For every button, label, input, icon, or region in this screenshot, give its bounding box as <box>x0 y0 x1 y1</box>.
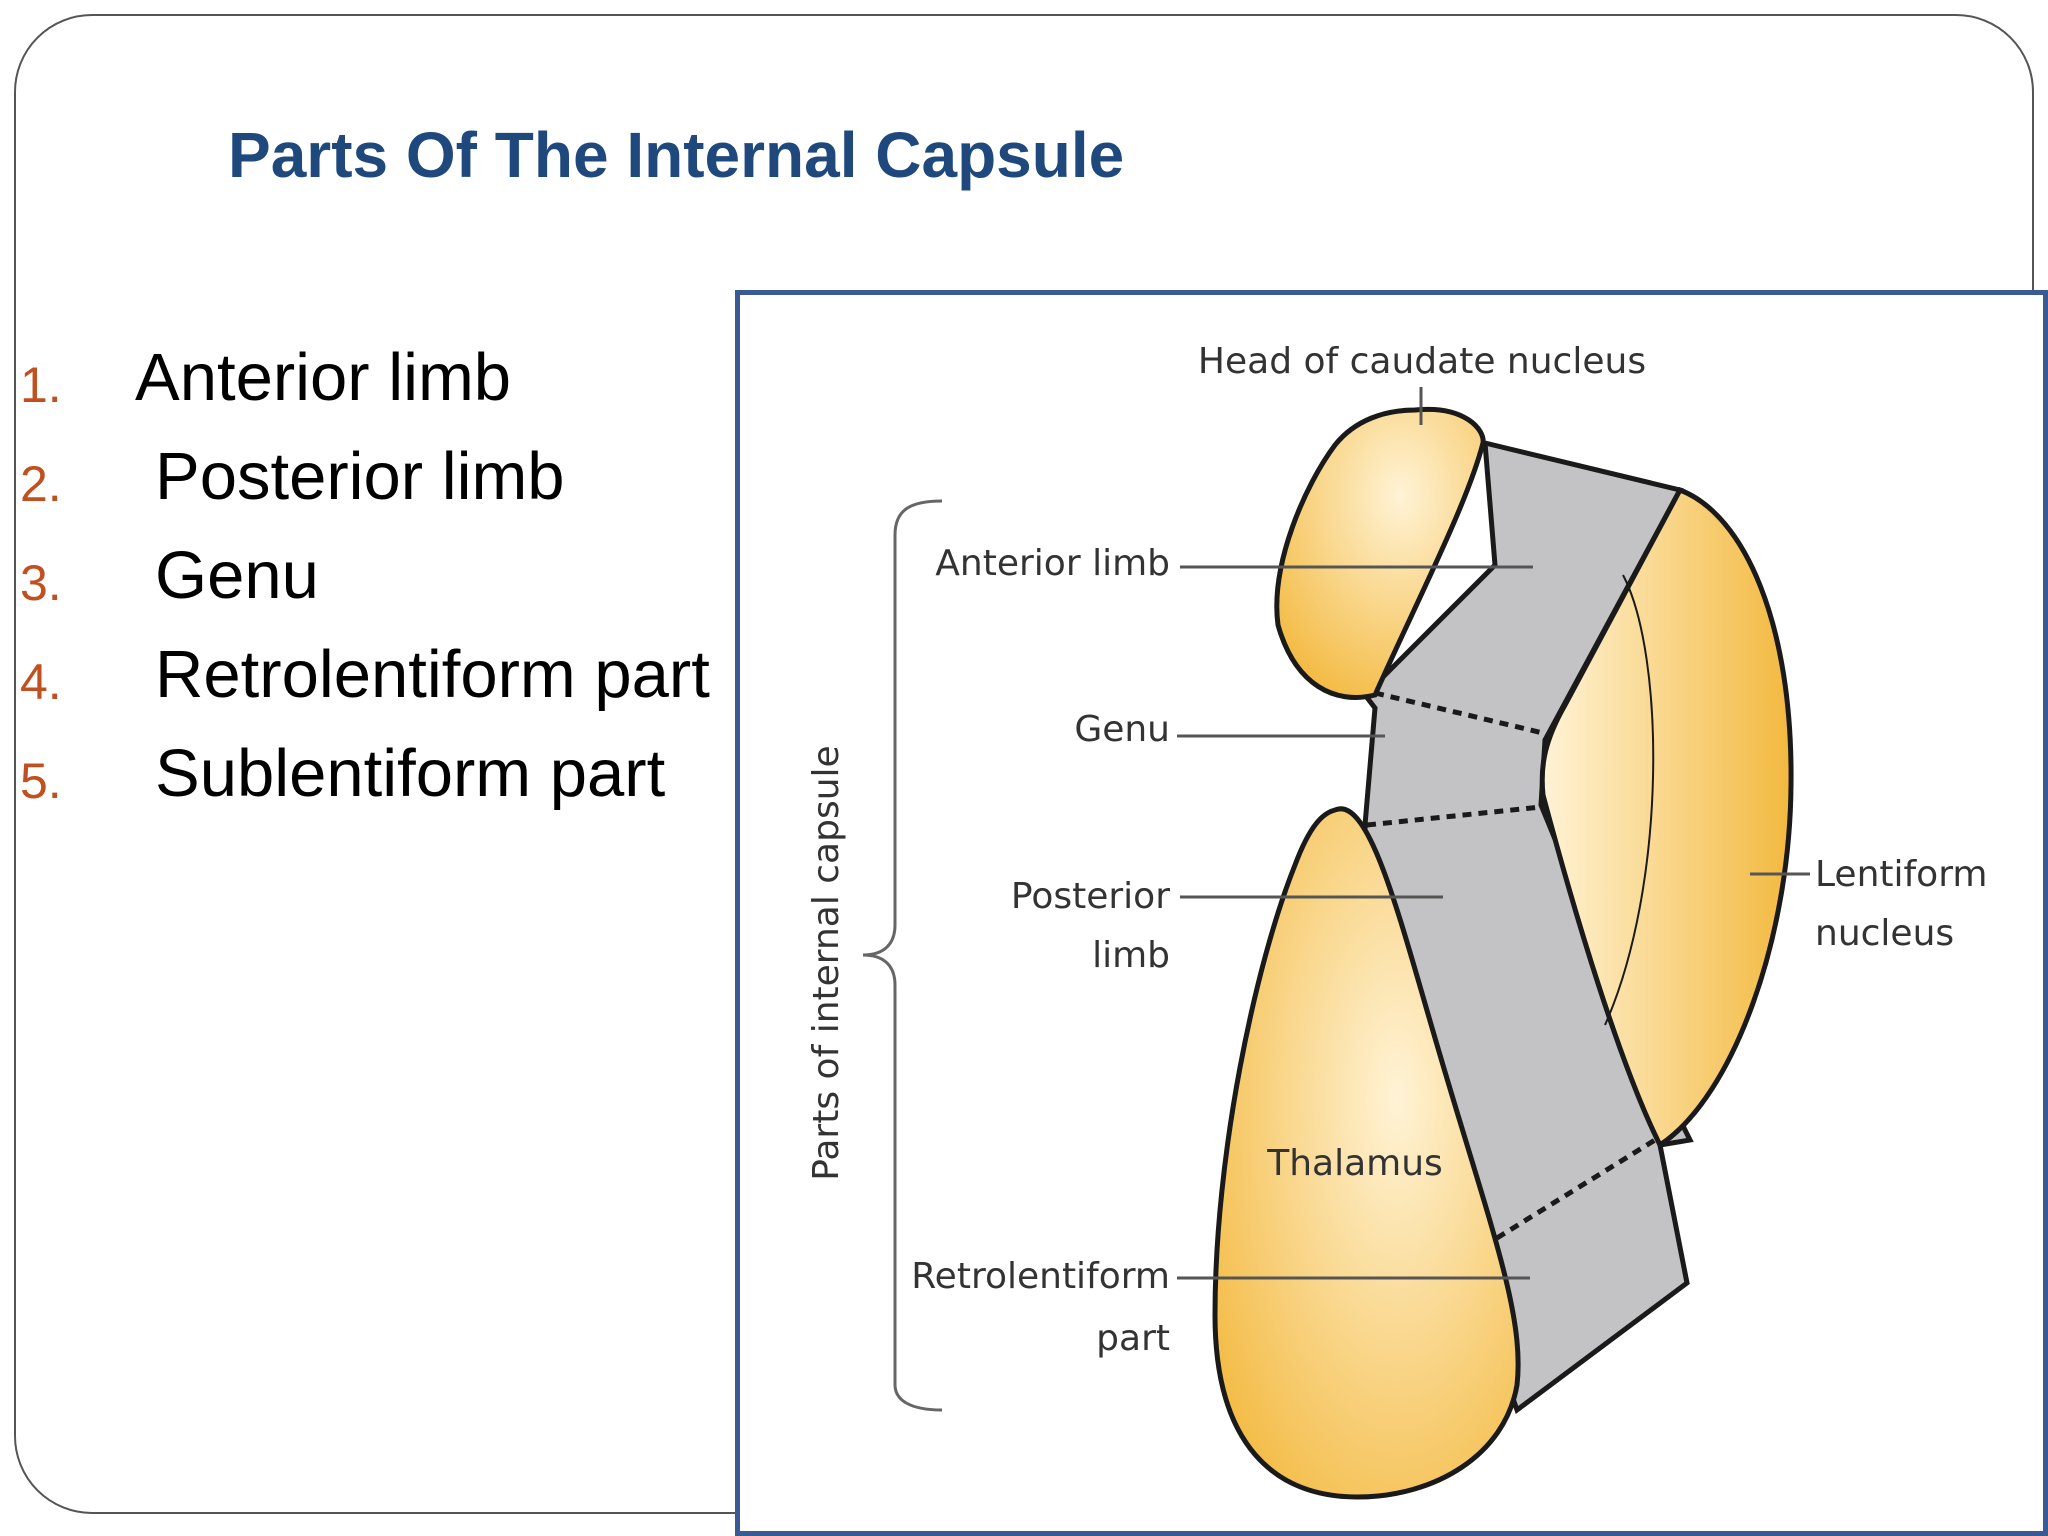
label-posterior-limb-line1: Posterior <box>1011 876 1170 917</box>
label-lentiform-line2: nucleus <box>1815 913 1954 954</box>
label-parts-bracket: Parts of internal capsule <box>806 745 847 1180</box>
internal-capsule-diagram: Head of caudate nucleus Anterior limb Ge… <box>806 341 1987 1500</box>
label-lentiform-line1: Lentiform <box>1815 854 1987 895</box>
list-number: 2. <box>20 456 62 512</box>
list-text: Sublentiform part <box>155 736 666 811</box>
list-text: Anterior limb <box>135 340 512 415</box>
list-text: Retrolentiform part <box>155 637 710 712</box>
list-number: 1. <box>20 357 62 413</box>
label-genu: Genu <box>1074 709 1170 750</box>
caudate-nucleus-shape <box>1274 406 1486 700</box>
label-posterior-limb-line2: limb <box>1092 935 1170 976</box>
thalamus-shape <box>1212 806 1521 1500</box>
label-head-of-caudate: Head of caudate nucleus <box>1198 341 1646 382</box>
list-text: Genu <box>155 538 319 613</box>
label-thalamus: Thalamus <box>1266 1143 1443 1184</box>
label-anterior-limb: Anterior limb <box>935 543 1170 584</box>
diagram-frame: Head of caudate nucleus Anterior limb Ge… <box>735 290 2048 1536</box>
bracket-brace <box>862 499 943 1412</box>
list-number: 5. <box>20 753 62 809</box>
division-line-genu-bottom <box>1366 804 1542 828</box>
division-line-genu-top <box>1374 690 1544 736</box>
slide-title: Parts Of The Internal Capsule <box>228 119 1125 191</box>
lentiform-nucleus-shape <box>1539 486 1794 1149</box>
lentiform-inner-line <box>1604 574 1655 1026</box>
list-number: 4. <box>20 654 62 710</box>
label-retrolentiform-line1: Retrolentiform <box>911 1256 1170 1297</box>
label-retrolentiform-line2: part <box>1096 1318 1170 1359</box>
list-number: 3. <box>20 555 62 611</box>
list-text: Posterior limb <box>155 439 565 514</box>
